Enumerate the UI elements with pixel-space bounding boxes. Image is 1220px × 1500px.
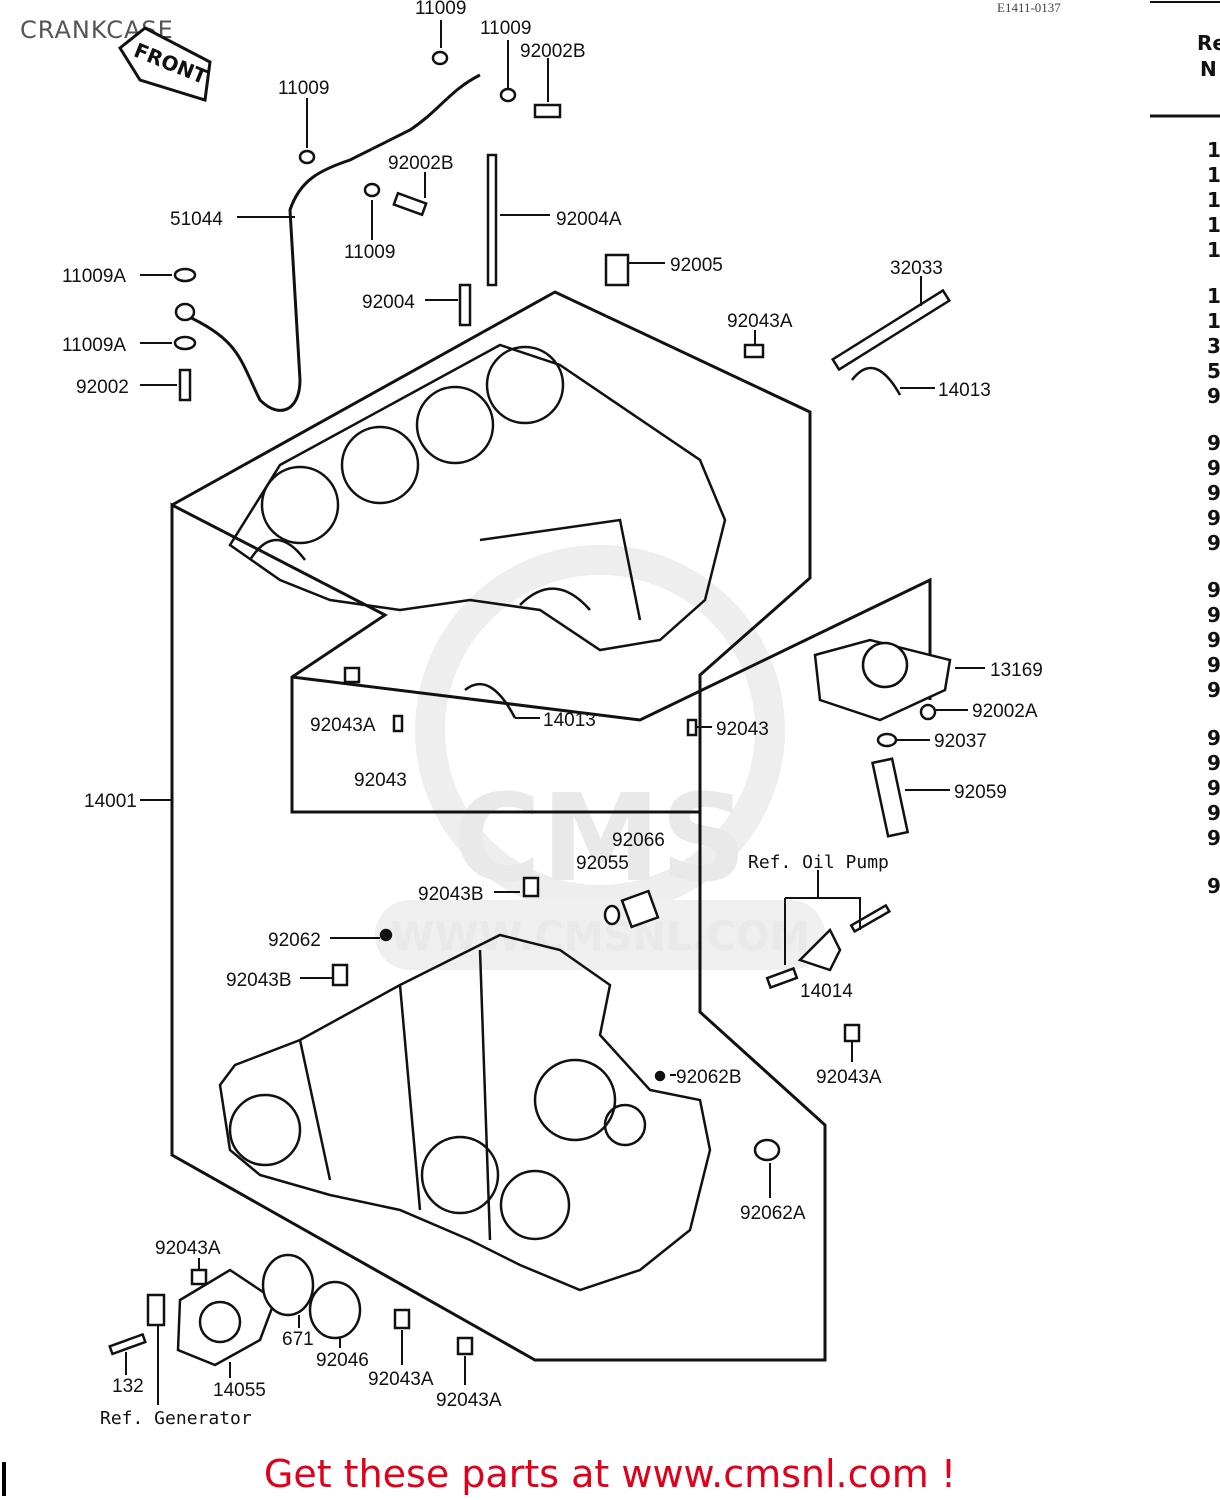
front-arrow-badge: FRONT (118, 26, 212, 102)
ref-generator-label: Ref. Generator (100, 1408, 252, 1429)
part-label: 92062 (268, 930, 321, 951)
upper-crankcase (228, 343, 727, 652)
part-label: 92037 (934, 731, 987, 752)
assembly-frame (170, 290, 932, 1362)
watermark-url: WWW.CMSNL.COM (390, 914, 810, 960)
part-label: 92043A (310, 715, 376, 736)
part-label: 32033 (890, 258, 943, 279)
small-parts (108, 50, 952, 1367)
table-header-line: Re (1197, 31, 1220, 55)
part-label: 92004 (362, 292, 415, 313)
table-row-mark: 9 (1207, 628, 1220, 652)
part-label: 92055 (576, 853, 629, 874)
table-row-mark: 9 (1207, 653, 1220, 677)
part-label: 92062A (740, 1203, 806, 1224)
watermark-logo: CMS (453, 770, 747, 909)
part-label: 11009A (62, 266, 126, 287)
part-label: 92043A (727, 311, 793, 332)
part-label: 92062B (676, 1067, 742, 1088)
table-row-mark: 9 (1207, 431, 1220, 455)
part-label: 92043 (716, 719, 769, 740)
part-label: 14014 (800, 981, 853, 1002)
table-row-mark: 9 (1207, 776, 1220, 800)
part-label: 92002A (972, 701, 1038, 722)
table-row-mark: 9 (1207, 456, 1220, 480)
watermark: CMS WWW.CMSNL.COM (375, 545, 825, 970)
part-label: 671 (282, 1329, 314, 1350)
table-row-mark: 1 (1207, 188, 1220, 212)
part-label: 92043A (368, 1369, 434, 1390)
footer-bar (2, 1462, 6, 1496)
table-row-mark: 9 (1207, 751, 1220, 775)
table-header-line: N (1200, 57, 1217, 81)
part-label: 14013 (543, 710, 596, 731)
table-row-mark: 9 (1207, 603, 1220, 627)
part-label: 14055 (213, 1380, 266, 1401)
part-label: 92066 (612, 830, 665, 851)
diagram-code: E1411-0137 (997, 0, 1061, 15)
footer-cta-link[interactable]: Get these parts at www.cmsnl.com ! (263, 1452, 957, 1496)
part-label: 13169 (990, 660, 1043, 681)
part-label: 92043A (436, 1390, 502, 1411)
part-label: 92043B (226, 970, 292, 991)
part-label: 132 (112, 1376, 144, 1397)
table-row-mark: 9 (1207, 801, 1220, 825)
table-row-mark: 1 (1207, 213, 1220, 237)
part-label: 92005 (670, 255, 723, 276)
oil-pipe-51044 (184, 73, 481, 412)
ref-oil-pump-label: Ref. Oil Pump (748, 852, 889, 873)
part-label: 92046 (316, 1350, 369, 1371)
table-row-mark: 5 (1207, 359, 1220, 383)
part-label: 92004A (556, 209, 622, 230)
part-label: 14013 (938, 380, 991, 401)
part-labels: 11009 11009 92002B 11009 92002B 51044 92… (62, 0, 1043, 1429)
part-label: 14001 (84, 791, 137, 812)
part-label: 92043A (155, 1238, 221, 1259)
table-row-mark: 9 (1207, 384, 1220, 408)
leader-lines (125, 20, 985, 1405)
table-row-mark: 9 (1207, 578, 1220, 602)
part-label: 11009 (415, 0, 466, 19)
table-row-mark: 1 (1207, 309, 1220, 333)
part-label: 11009 (480, 18, 531, 39)
table-row-mark: 1 (1207, 163, 1220, 187)
table-row-mark: 9 (1207, 826, 1220, 850)
table-row-mark: 1 (1207, 284, 1220, 308)
part-label: 51044 (170, 209, 223, 230)
table-row-mark: 9 (1207, 506, 1220, 530)
part-label: 92002B (388, 153, 454, 174)
part-label: 11009A (62, 335, 126, 356)
part-label: 92043B (418, 884, 484, 905)
table-row-mark: 9 (1207, 531, 1220, 555)
table-row-mark: 9 (1207, 678, 1220, 702)
parts-table-edge: Re N 1 1 1 1 1 1 1 3 5 9 9 9 9 9 9 9 9 9… (1150, 1, 1220, 898)
table-row-mark: 1 (1207, 138, 1220, 162)
part-label: 92059 (954, 782, 1007, 803)
part-label: 11009 (344, 242, 395, 263)
part-label: 11009 (278, 78, 329, 99)
part-label: 92002 (76, 377, 129, 398)
table-row-mark: 3 (1207, 334, 1220, 358)
part-label: 92043 (354, 770, 407, 791)
part-label: 92043A (816, 1067, 882, 1088)
part-label: 92002B (520, 41, 586, 62)
table-row-mark: 9 (1207, 874, 1220, 898)
table-row-mark: 1 (1207, 238, 1220, 262)
table-row-mark: 9 (1207, 726, 1220, 750)
lower-crankcase (218, 933, 712, 1292)
table-row-mark: 9 (1207, 481, 1220, 505)
